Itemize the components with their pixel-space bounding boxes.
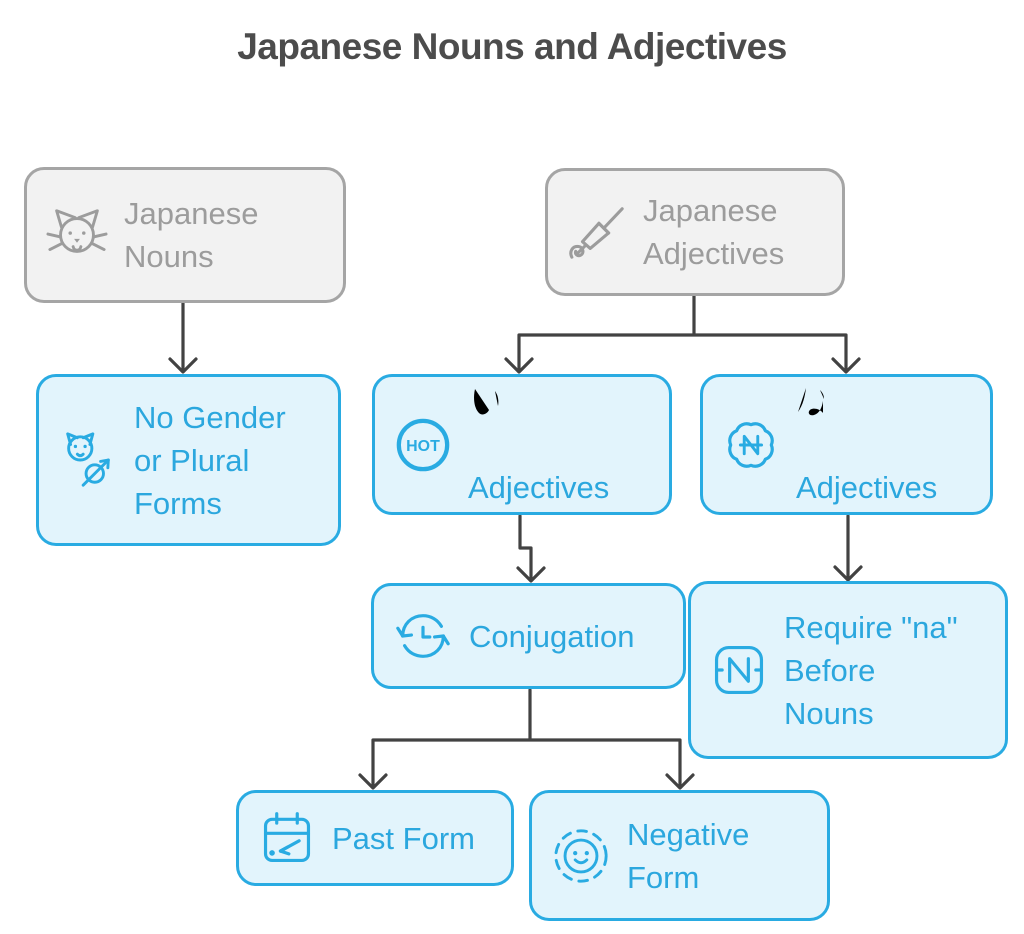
node-label: Conjugation	[469, 618, 635, 654]
node-label: Past Form	[332, 820, 475, 856]
node-past-form: Past Form	[236, 790, 514, 886]
node-label: Japanese Adjectives	[643, 193, 785, 271]
edge-conjugation-branch	[371, 688, 682, 787]
n-seal-icon	[722, 416, 780, 474]
hiragana-i-glyph	[474, 388, 499, 414]
cat-no-gender-icon	[58, 430, 118, 490]
svg-text:HOT: HOT	[406, 437, 440, 454]
arrowhead	[516, 566, 546, 583]
node-label: No Gender or Plural Forms	[134, 399, 286, 521]
hiragana-na-glyph	[798, 387, 824, 415]
arrowhead	[833, 565, 863, 582]
calendar-past-icon	[258, 810, 316, 866]
node-require-na-before-nouns: Require "na" Before Nouns	[688, 581, 1008, 759]
node-label: Japanese Nouns	[124, 196, 259, 274]
hot-badge-icon: HOT	[394, 416, 452, 474]
node-i-adjectives: HOT Adjectives	[372, 374, 672, 515]
node-label: Require "na" Before Nouns	[784, 609, 958, 731]
node-na-adjectives: Adjectives	[700, 374, 993, 515]
paintbrush-icon	[567, 202, 627, 262]
node-label: Adjectives	[796, 337, 937, 552]
node-label: Adjectives	[468, 337, 609, 552]
arrowhead	[168, 357, 198, 374]
hiragana-i-label	[468, 380, 609, 423]
arrowhead	[358, 773, 388, 790]
node-no-gender-or-plural-forms: No Gender or Plural Forms	[36, 374, 341, 546]
hiragana-na-label	[796, 380, 937, 423]
cat-icon	[46, 206, 108, 264]
arrowhead	[665, 773, 695, 790]
smiley-dashed-icon	[551, 826, 611, 886]
node-negative-form: Negative Form	[529, 790, 830, 921]
node-label: Negative Form	[627, 816, 750, 895]
node-japanese-adjectives: Japanese Adjectives	[545, 168, 845, 296]
node-conjugation: Conjugation	[371, 583, 686, 689]
n-square-icon	[710, 641, 768, 699]
clock-refresh-icon	[393, 606, 453, 666]
page-title: Japanese Nouns and Adjectives	[237, 26, 787, 67]
node-japanese-nouns: Japanese Nouns	[24, 167, 346, 303]
